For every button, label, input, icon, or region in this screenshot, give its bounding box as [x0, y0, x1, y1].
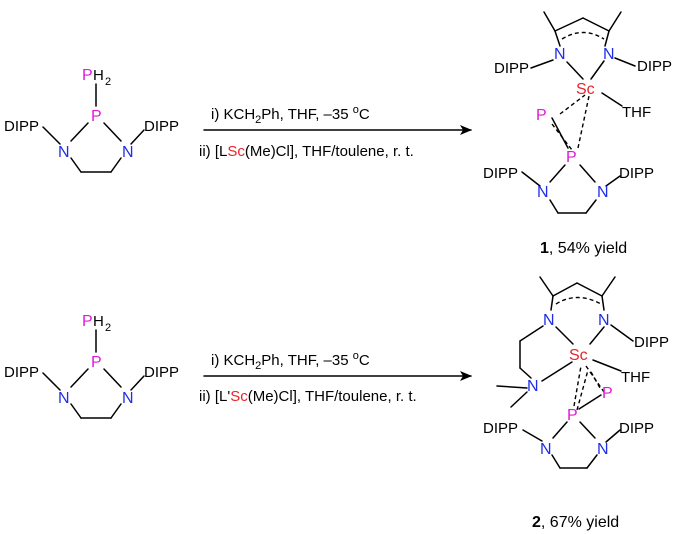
dipp-group-label: DIPP: [634, 334, 669, 351]
phosphorus-atom-label: P: [91, 108, 102, 125]
nitrogen-atom-label: N: [597, 441, 609, 458]
condition-step-2: ii) [L'Sc(Me)Cl], THF/toulene, r. t.: [199, 388, 417, 405]
thf-ligand-label: THF: [622, 104, 651, 121]
product-1-caption: 1, 54% yield: [540, 240, 627, 257]
dipp-group-label: DIPP: [144, 118, 179, 135]
condition-step-1: i) KCH2Ph, THF, –35 oC: [211, 350, 370, 372]
dipp-group-label: DIPP: [4, 364, 39, 381]
dipp-group-label: DIPP: [619, 165, 654, 182]
scandium-atom-label: Sc: [576, 81, 595, 98]
product-2-caption: 2, 67% yield: [532, 514, 619, 531]
phosphorus-atom-label: P: [91, 354, 102, 371]
nitrogen-atom-label: N: [597, 184, 609, 201]
phosphorus-atom-label: P: [536, 107, 547, 124]
dipp-group-label: DIPP: [4, 118, 39, 135]
phosphorus-atom-label: P: [566, 149, 577, 166]
starting-material-2: P H 2 P N N DIPP DIPP: [4, 313, 179, 419]
phosphorus-atom-label: P: [602, 385, 613, 402]
dipp-group-label: DIPP: [619, 420, 654, 437]
nitrogen-atom-label: N: [58, 144, 70, 161]
subscript-2: 2: [105, 322, 111, 334]
nitrogen-atom-label: N: [537, 184, 549, 201]
hydrogen-atom-label: H: [93, 67, 104, 84]
nitrogen-atom-label: N: [603, 46, 615, 63]
dipp-group-label: DIPP: [637, 58, 672, 75]
nitrogen-atom-label: N: [122, 144, 134, 161]
phosphorus-atom-label: P: [567, 407, 578, 424]
hydrogen-atom-label: H: [93, 313, 104, 330]
thf-ligand-label: THF: [621, 369, 650, 386]
dipp-group-label: DIPP: [494, 60, 529, 77]
nitrogen-atom-label: N: [122, 390, 134, 407]
condition-step-1: i) KCH2Ph, THF, –35 oC: [211, 104, 370, 126]
phosphorus-atom-label: P: [82, 67, 93, 84]
nitrogen-atom-label: N: [598, 312, 610, 329]
scandium-atom-label: Sc: [569, 347, 588, 364]
dipp-group-label: DIPP: [483, 165, 518, 182]
product-2-structure: N N N Sc P P N N DIPP THF DIPP DIPP: [483, 276, 669, 469]
starting-material-1: P H 2 P N N DIPP DIPP: [4, 67, 179, 173]
condition-step-2: ii) [LSc(Me)Cl], THF/toulene, r. t.: [199, 143, 414, 160]
dipp-group-label: DIPP: [144, 364, 179, 381]
nitrogen-atom-label: N: [543, 312, 555, 329]
product-1-structure: N N Sc P P N N DIPP DIPP THF DIPP DIPP: [483, 11, 672, 214]
phosphorus-atom-label: P: [82, 313, 93, 330]
dipp-group-label: DIPP: [483, 420, 518, 437]
subscript-2: 2: [105, 76, 111, 88]
nitrogen-atom-label: N: [540, 441, 552, 458]
nitrogen-atom-label: N: [58, 390, 70, 407]
nitrogen-atom-label: N: [527, 378, 539, 395]
nitrogen-atom-label: N: [554, 46, 566, 63]
